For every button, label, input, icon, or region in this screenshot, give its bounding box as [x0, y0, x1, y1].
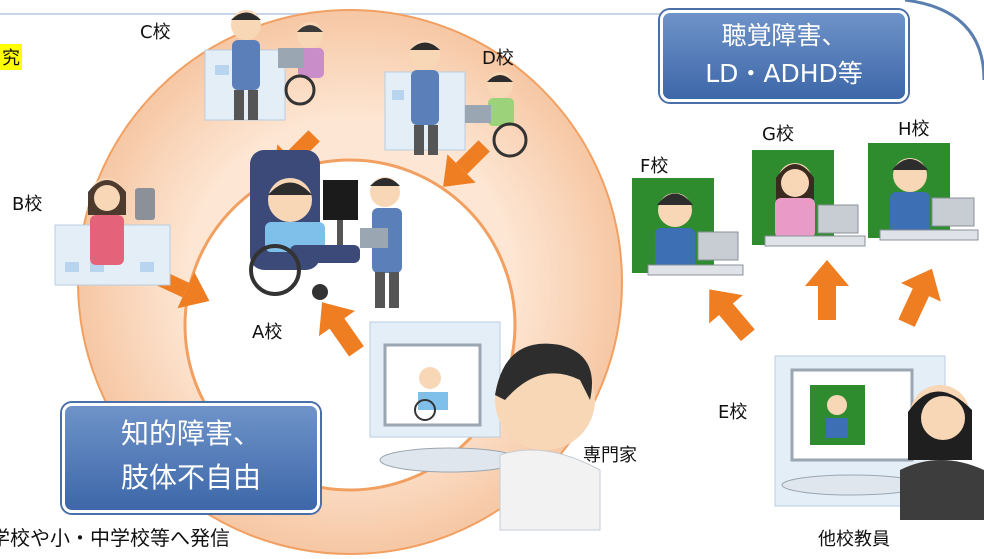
- label-expert: 専門家: [583, 445, 637, 466]
- arrow-expert-to-a: [318, 302, 364, 357]
- school-c-illustration: [204, 10, 324, 121]
- callout-hearing-ld-adhd: 聴覚障害、 LD・ADHD等: [660, 10, 908, 102]
- label-school-c: C校: [140, 22, 171, 43]
- school-f-illustration: [632, 178, 744, 276]
- school-a-illustration: [249, 150, 402, 308]
- label-school-a: A校: [252, 322, 283, 343]
- school-d-illustration: [384, 40, 528, 158]
- callout-left-line2: 肢体不自由: [120, 461, 261, 494]
- school-g-illustration: [752, 150, 866, 247]
- arrow-e-to-f: [709, 289, 755, 342]
- arrow-e-to-h: [898, 268, 941, 327]
- callout-left-line1: 知的障害、: [120, 417, 261, 450]
- fragment-bottom-left: 学校や小・中学校等へ発信: [0, 526, 230, 550]
- label-school-b: B校: [12, 194, 43, 215]
- label-school-g: G校: [762, 124, 794, 145]
- label-other-teacher: 他校教員: [818, 529, 890, 550]
- fragment-top-left: 究: [0, 44, 22, 70]
- school-h-illustration: [868, 143, 979, 241]
- label-school-d: D校: [482, 48, 514, 69]
- callout-right-line2: LD・ADHD等: [705, 59, 863, 88]
- label-school-e: E校: [718, 402, 748, 423]
- arrow-e-to-g: [805, 260, 849, 320]
- callout-right-line1: 聴覚障害、: [721, 21, 847, 50]
- expert-illustration: [369, 321, 601, 531]
- label-school-f: F校: [640, 156, 669, 177]
- school-b-illustration: [54, 178, 171, 286]
- callout-intellectual-physical: 知的障害、 肢体不自由: [62, 403, 320, 513]
- school-e-illustration: [774, 355, 984, 520]
- label-school-h: H校: [898, 119, 930, 140]
- arrow-d-to-a: [443, 140, 490, 187]
